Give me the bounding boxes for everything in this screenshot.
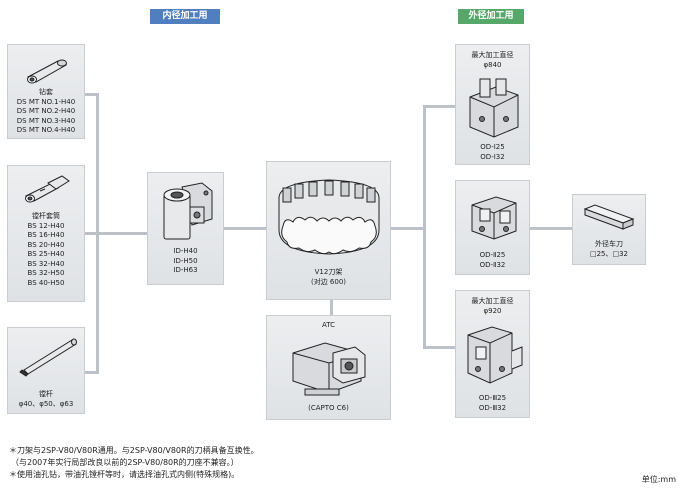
od-holder-2-icon (471, 196, 517, 240)
footnotes: ＊刀架与2SP-V80/V80R通用。与2SP-V80/V80R的刀柄具备互换性… (9, 445, 259, 481)
turret-name: V12刀架 (314, 268, 343, 276)
od-holder-1-diameter: φ840 (483, 60, 502, 69)
footnote: ＊刀架与2SP-V80/V80R通用。与2SP-V80/V80R的刀柄具备互换性… (9, 446, 259, 455)
model-label: OD-Ⅱ32 (479, 260, 506, 269)
od-holder-3-diameter: φ920 (483, 306, 502, 315)
model-label: BS 32-H50 (27, 269, 65, 277)
model-label: BS 12-H40 (27, 221, 65, 230)
od-turning-tool-name: 外径车刀 (595, 240, 623, 248)
od-turning-tool-box: 外径车刀 □25、□32 (572, 194, 646, 265)
od-turning-tool-spec: □25、□32 (589, 249, 629, 258)
unit-label: 单位:mm (641, 475, 676, 484)
connector-line (330, 300, 333, 315)
model-label: DS MT NO.1-H40 (16, 97, 76, 106)
drill-sleeve-icon (27, 59, 68, 84)
model-label: OD-Ⅰ32 (480, 152, 505, 161)
connector-line (85, 232, 147, 235)
boring-bar-name: 镗杆 (39, 390, 53, 398)
connector-line (423, 105, 455, 108)
boring-bar-icon (19, 338, 77, 377)
model-label: BS 40-H50 (27, 278, 65, 287)
drill-sleeve-name: 钻套 (39, 88, 53, 96)
od-turning-tool-icon (583, 204, 635, 230)
connector-line (423, 346, 455, 349)
atc-box: ATC (CAPTO C6) (266, 315, 391, 420)
od-holder-3-title: 最大加工直径 (471, 297, 514, 305)
boring-bar-box: 镗杆 φ40、φ50、φ63 (7, 327, 85, 414)
model-label: DS MT NO.3-H40 (16, 116, 76, 125)
od-holder-1-icon (469, 78, 519, 138)
turret-icon (278, 179, 380, 255)
footnote: ＊使用油孔钻，带油孔镗杆等时，请选择油孔式内侧(特殊规格)。 (9, 470, 240, 479)
model-label: BS 16-H40 (27, 231, 65, 239)
atc-caption: (CAPTO C6) (308, 404, 349, 412)
drill-sleeve-box: 钻套 DS MT NO.1-H40 DS MT NO.2-H40 DS MT N… (7, 44, 85, 139)
connector-line (224, 227, 266, 230)
model-label: DS MT NO.4-H40 (16, 126, 76, 134)
model-label: ID-H63 (173, 266, 198, 274)
id-holder-icon (163, 182, 213, 240)
model-label: ID-H40 (173, 247, 198, 255)
od-holder-3-box: 最大加工直径 φ920 OD-Ⅲ25 OD-Ⅲ32 (455, 290, 530, 418)
inner-machining-header: 内径加工用 (150, 9, 220, 24)
model-label: BS 20-H40 (27, 240, 65, 249)
boring-sleeve-name: 镗杆套筒 (32, 212, 60, 220)
connector-line (96, 93, 99, 374)
turret-spec: (对边 600) (310, 277, 347, 286)
boring-sleeve-icon (24, 175, 70, 203)
connector-line (85, 371, 97, 374)
atc-unit-icon (292, 342, 366, 396)
model-label: OD-Ⅲ32 (478, 403, 507, 412)
id-holder-box: ID-H40 ID-H50 ID-H63 (147, 172, 224, 285)
model-label: OD-Ⅲ25 (478, 394, 507, 402)
connector-line (530, 227, 572, 230)
model-label: BS 25-H40 (27, 250, 65, 258)
model-label: DS MT NO.2-H40 (16, 107, 76, 115)
model-label: OD-Ⅱ25 (479, 251, 506, 259)
connector-line (391, 227, 425, 230)
footnote: （与2007年实行局部改良以前的2SP-V80/80R的刀座不兼容。） (11, 458, 239, 467)
outer-machining-header: 外径加工用 (458, 9, 524, 24)
model-label: OD-Ⅰ25 (480, 143, 505, 151)
od-holder-1-box: 最大加工直径 φ840 OD-Ⅰ25 OD-Ⅰ32 (455, 44, 530, 165)
turret-box: V12刀架 (对边 600) (266, 161, 391, 300)
boring-sleeve-box: 镗杆套筒 BS 12-H40 BS 16-H40 BS 20-H40 BS 25… (7, 165, 85, 302)
od-holder-3-icon (467, 326, 523, 384)
model-label: BS 32-H40 (27, 259, 65, 268)
od-holder-1-title: 最大加工直径 (471, 51, 514, 59)
od-holder-2-box: OD-Ⅱ25 OD-Ⅱ32 (455, 180, 530, 275)
model-label: φ40、φ50、φ63 (18, 399, 74, 408)
atc-title: ATC (322, 321, 335, 329)
connector-line (423, 105, 426, 348)
model-label: ID-H50 (173, 256, 198, 265)
connector-line (85, 93, 97, 96)
